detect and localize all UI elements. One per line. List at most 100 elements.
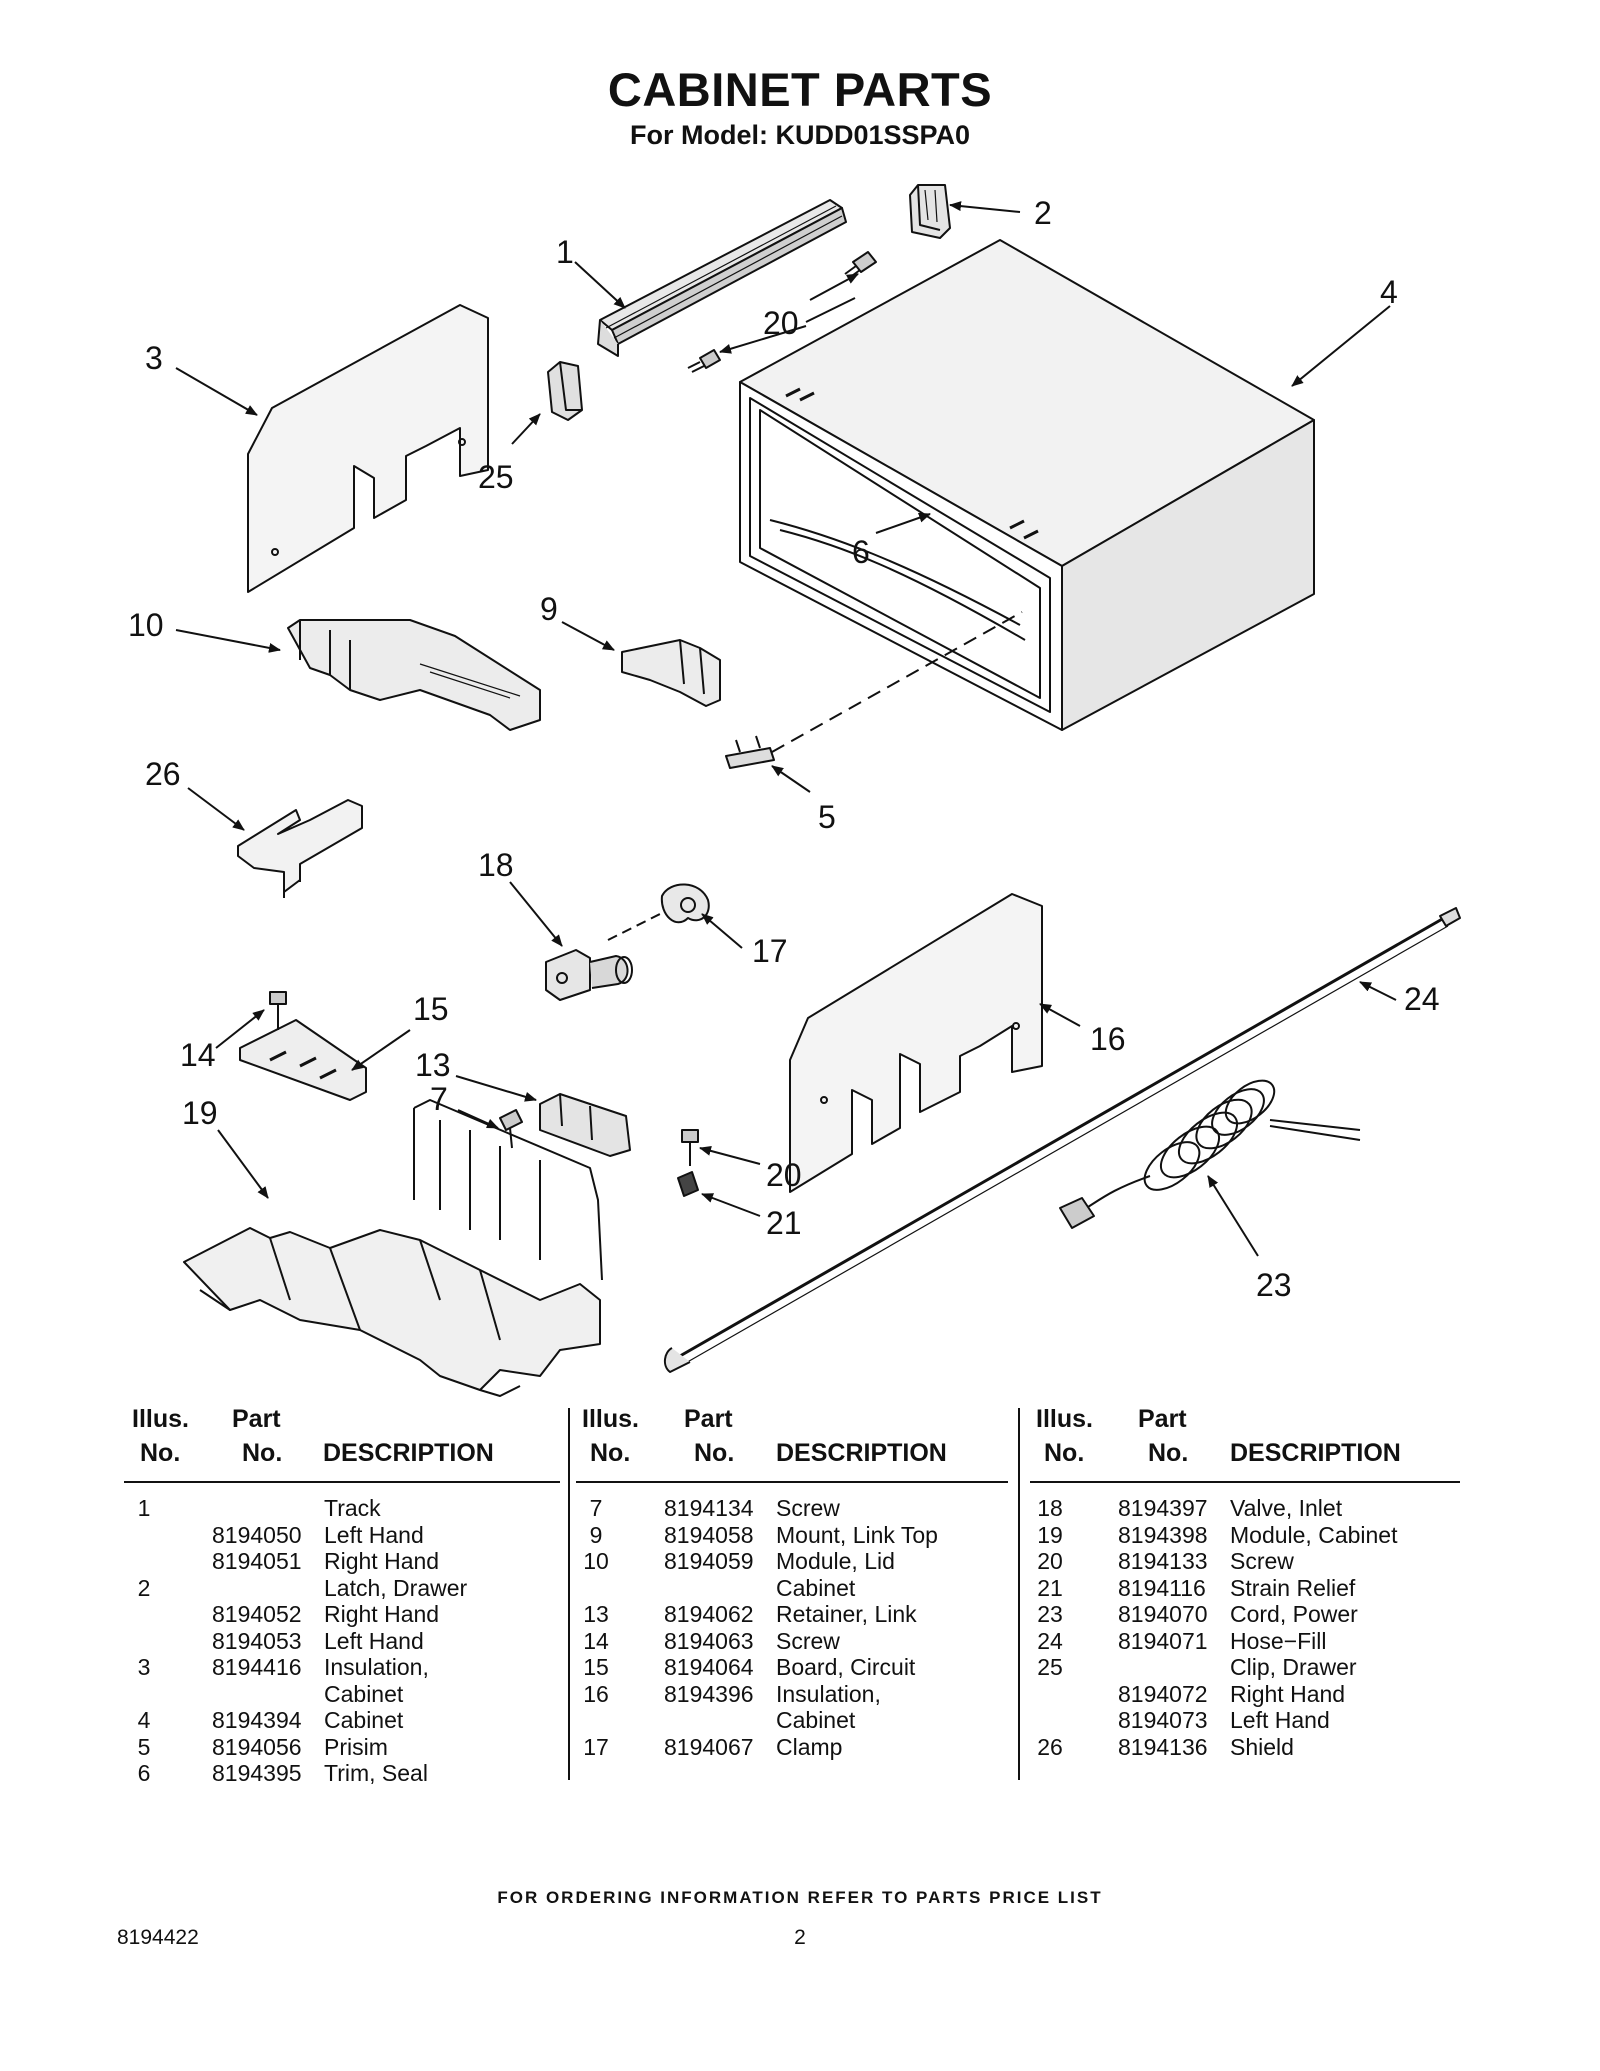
description-cell: Cord, Power — [1230, 1601, 1358, 1627]
retainer-link-part — [539, 1093, 631, 1157]
description-cell: Cabinet — [776, 1574, 856, 1601]
part-number-cell: 8194062 — [664, 1601, 754, 1627]
screw-20-lower-part — [681, 1129, 699, 1166]
description-cell: Prisim — [324, 1733, 388, 1760]
illus-number-cell: 6 — [137, 1760, 151, 1786]
page-title: CABINET PARTS — [607, 63, 993, 116]
illus-number-cell: 25 — [1037, 1654, 1063, 1680]
header-part-no: No. — [242, 1439, 283, 1467]
illus-number-cell: 26 — [1037, 1733, 1063, 1760]
part-number-cell: 8194395 — [212, 1760, 302, 1786]
clip-part — [547, 361, 583, 421]
header-description: DESCRIPTION — [776, 1439, 947, 1467]
callout-25: 25 — [478, 459, 514, 495]
callout-26: 26 — [145, 756, 181, 792]
illus-number-cell: 23 — [1037, 1601, 1063, 1627]
illus-number-cell: 14 — [583, 1627, 609, 1654]
page-number: 2 — [794, 1926, 806, 1949]
description-cell: Left Hand — [324, 1627, 424, 1654]
description-cell: Strain Relief — [1230, 1574, 1356, 1601]
description-cell: Cabinet — [324, 1707, 404, 1733]
description-cell: Cabinet — [324, 1680, 404, 1707]
description-cell: Module, Lid — [776, 1548, 895, 1574]
table-divider — [1018, 1408, 1020, 1780]
illus-number-cell: 17 — [583, 1733, 609, 1760]
description-cell: Hose−Fill — [1230, 1627, 1327, 1654]
part-number-cell: 8194052 — [212, 1601, 302, 1627]
part-number-cell: 8194063 — [664, 1627, 754, 1654]
table-row: 6 8194395 Trim, Seal — [124, 1760, 560, 1787]
header-illus: Illus. — [582, 1405, 639, 1433]
callout-5: 5 — [818, 799, 836, 835]
illus-number-cell: 9 — [589, 1521, 603, 1548]
description-cell: Mount, Link Top — [776, 1521, 938, 1548]
screw-14-part — [269, 991, 287, 1030]
table-header: Illus. No. Part No. DESCRIPTION — [124, 1405, 560, 1483]
description-cell: Screw — [776, 1495, 840, 1521]
description-cell: Left Hand — [1230, 1707, 1330, 1733]
header-illus-no: No. — [140, 1439, 181, 1467]
insulation-panel-part — [247, 304, 489, 593]
callout-3: 3 — [145, 340, 163, 376]
part-number-cell: 8194064 — [664, 1654, 754, 1680]
screw-part — [687, 251, 877, 373]
table-row: Cabinet — [124, 1681, 560, 1708]
hose-fill-part — [664, 907, 1461, 1373]
part-number-cell: 8194050 — [212, 1521, 302, 1548]
part-number-cell: 8194397 — [1118, 1495, 1208, 1521]
description-cell: Shield — [1230, 1733, 1294, 1760]
header-part: Part — [1138, 1405, 1187, 1433]
circuit-board-part — [239, 1019, 367, 1101]
document-number: 8194422 — [117, 1926, 199, 1949]
table-row: Cabinet — [576, 1575, 1008, 1602]
part-number-cell: 8194051 — [212, 1548, 302, 1574]
part-number-cell: 8194053 — [212, 1627, 302, 1654]
shield-part — [237, 799, 363, 898]
latch-part — [909, 184, 951, 239]
header-illus: Illus. — [1036, 1405, 1093, 1433]
model-subtitle: For Model: KUDD01SSPA0 — [629, 120, 971, 150]
alignment-dashed-line — [771, 611, 1023, 753]
ordering-footer-note: FOR ORDERING INFORMATION REFER TO PARTS … — [497, 1888, 1103, 1907]
callout-21: 21 — [766, 1205, 802, 1241]
part-number-cell: 8194070 — [1118, 1601, 1208, 1627]
header-illus-no: No. — [590, 1439, 631, 1467]
description-cell: Insulation, — [324, 1654, 429, 1680]
description-cell: Trim, Seal — [324, 1760, 428, 1786]
callout-14: 14 — [180, 1037, 216, 1073]
illus-number-cell: 10 — [583, 1548, 609, 1574]
part-number-cell: 8194116 — [1118, 1574, 1206, 1601]
header-illus: Illus. — [132, 1405, 189, 1433]
header-part-no: No. — [1148, 1439, 1189, 1467]
description-cell: Track — [324, 1495, 381, 1521]
illus-number-cell: 21 — [1037, 1574, 1063, 1601]
table-row: 21 8194116 Strain Relief — [1030, 1575, 1460, 1602]
callout-1: 1 — [556, 234, 574, 270]
description-cell: Clamp — [776, 1733, 843, 1760]
callout-18: 18 — [478, 847, 514, 883]
part-number-cell: 8194072 — [1118, 1680, 1208, 1707]
header-part-no: No. — [694, 1439, 735, 1467]
callout-9: 9 — [540, 591, 558, 627]
part-number-cell: 8194133 — [1118, 1548, 1208, 1574]
part-number-cell: 8194134 — [664, 1495, 754, 1521]
table-row: Cabinet — [576, 1707, 1008, 1734]
illus-number-cell: 3 — [137, 1654, 151, 1680]
power-cord-part — [1059, 1079, 1361, 1229]
description-cell: Board, Circuit — [776, 1654, 916, 1680]
illus-number-cell: 24 — [1037, 1627, 1063, 1654]
header-description: DESCRIPTION — [323, 1439, 494, 1467]
